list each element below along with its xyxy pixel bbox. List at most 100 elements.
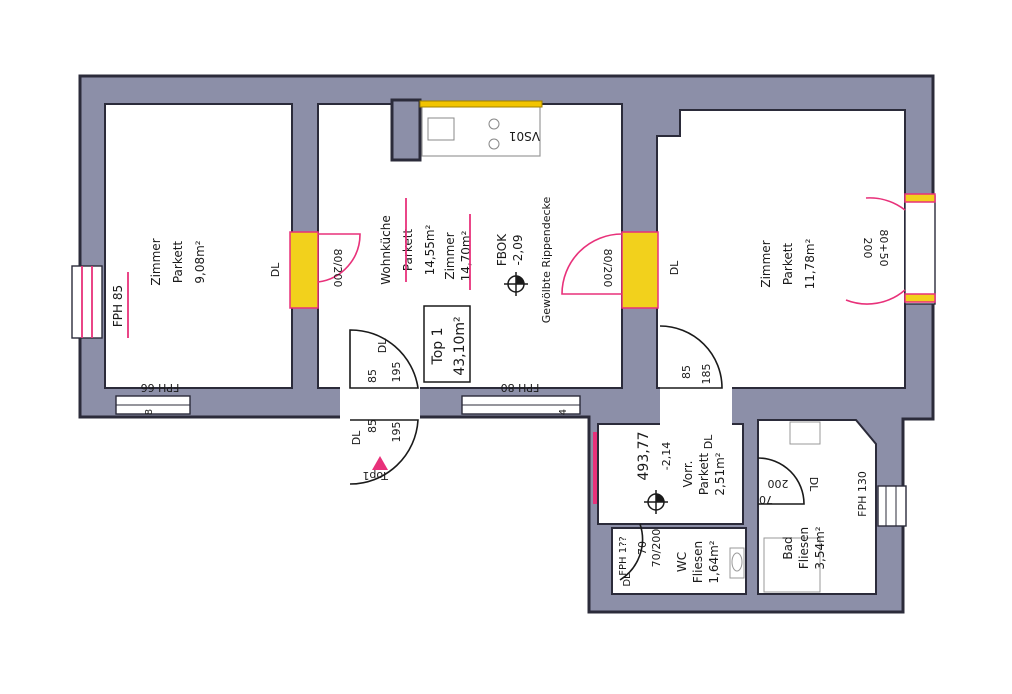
label-fph85: FPH 85 <box>111 285 125 327</box>
room-vorraum[interactable] <box>597 423 744 525</box>
fbok-note: Gewölbte Rippendecke <box>540 196 553 323</box>
label-bad: Bad Fliesen 3,54m² <box>781 526 827 569</box>
hall-entry <box>340 386 420 422</box>
svg-text:FPH 130: FPH 130 <box>856 471 869 517</box>
label-wc-door-dim: 70 70/200 <box>636 529 663 568</box>
room-name: Bad <box>781 536 795 559</box>
label-entry-85-outer: 85 <box>366 419 379 433</box>
room-wc[interactable] <box>611 527 747 595</box>
label-vorraum: Vorr. Parkett 2,51m² <box>681 452 727 495</box>
hall-entry-right <box>660 386 732 426</box>
top-label: Top 1 <box>430 328 446 366</box>
room-area: 2,51m² <box>713 452 727 495</box>
svg-text:200: 200 <box>768 477 789 490</box>
window-right <box>904 193 936 305</box>
svg-text:FPH 80: FPH 80 <box>501 381 540 394</box>
label-entry-dl: DL <box>376 338 389 353</box>
top-box <box>423 305 471 383</box>
door-swing-left[interactable] <box>317 233 361 283</box>
label-vorraum-level: 493,77 -2,14 <box>636 432 673 481</box>
svg-text:Top1: Top1 <box>362 469 389 482</box>
label-bad-dl: DL <box>807 477 820 492</box>
room-area: 9,08m² <box>193 240 207 283</box>
wc-fixture <box>729 547 745 579</box>
label-bad-door-dim: 200 70 <box>759 477 789 506</box>
door-swing-entry[interactable] <box>349 329 419 389</box>
label-fph66: FPH 66 <box>141 381 180 394</box>
svg-text:DL: DL <box>668 260 681 275</box>
label-zimmer-right: Zimmer Parkett 11,78m² <box>759 238 817 289</box>
svg-text:DL: DL <box>702 434 715 449</box>
bad-fixtures <box>763 421 821 593</box>
door-jamb-right <box>621 231 659 309</box>
label-fph-wc: FPH 1?? <box>618 536 629 575</box>
label-vorraum-dl: DL <box>702 434 715 449</box>
svg-text:8: 8 <box>144 409 155 415</box>
door-swing-vorraum[interactable] <box>659 325 723 389</box>
label-vorraum-85: 85 <box>680 365 693 379</box>
label-fph130: FPH 130 <box>856 471 869 517</box>
svg-text:80+50: 80+50 <box>877 229 890 266</box>
kitchen-counter <box>419 100 543 157</box>
level-elevation: 493,77 <box>636 432 652 481</box>
label-vorraum-185: 185 <box>700 364 713 385</box>
room-area: 1,64m² <box>707 540 721 583</box>
label-top: Top 1 43,10m² <box>430 316 468 375</box>
room-alt-name: Zimmer <box>443 232 457 279</box>
svg-text:VS01: VS01 <box>509 129 540 143</box>
room-bad[interactable] <box>757 419 877 595</box>
label-entry-dl-outer: DL <box>350 430 363 445</box>
label-entry-85: 85 <box>366 369 379 383</box>
room-area: 11,78m² <box>803 238 817 289</box>
door-swing-kitchen-right[interactable] <box>561 233 623 295</box>
label-window-8: 8 <box>144 409 155 415</box>
svg-text:FPH 1??: FPH 1?? <box>618 536 629 575</box>
fbok-symbol-icon <box>504 272 528 296</box>
label-door-kitchen-dim: 80/200 <box>601 249 614 288</box>
room-floor: Fliesen <box>797 527 811 569</box>
window-left <box>71 265 103 339</box>
fbok-label: FBOK <box>495 233 509 266</box>
svg-text:70: 70 <box>636 541 649 555</box>
top-area: 43,10m² <box>452 316 468 375</box>
svg-text:85: 85 <box>366 419 379 433</box>
label-entry-195-outer: 195 <box>390 422 403 443</box>
svg-text:DL: DL <box>269 262 282 277</box>
label-window-right-dim: 80+50 200 <box>861 229 890 266</box>
svg-text:200: 200 <box>861 238 874 259</box>
label-door-left-dim: 80/200 <box>331 249 344 288</box>
room-zimmer-left[interactable] <box>104 103 293 389</box>
room-name: WC <box>675 552 689 572</box>
svg-text:195: 195 <box>390 362 403 383</box>
door-swing-bad[interactable] <box>757 457 805 505</box>
room-name: Vorr. <box>681 461 695 488</box>
room-name: Zimmer <box>149 238 163 285</box>
svg-text:DL: DL <box>622 573 633 587</box>
door-swing-window-right[interactable] <box>845 197 906 305</box>
room-area: 3,54m² <box>813 526 827 569</box>
level-symbol-icon <box>644 490 668 514</box>
window-bad <box>877 485 907 527</box>
label-fbok: FBOK -2,09 Gewölbte Rippendecke <box>495 196 553 323</box>
window-bottom-left <box>115 395 191 415</box>
label-entry-195: 195 <box>390 362 403 383</box>
svg-text:70/200: 70/200 <box>650 529 663 568</box>
window-bottom-kitchen <box>461 395 581 415</box>
svg-text:4: 4 <box>558 409 569 415</box>
label-wc: WC Fliesen 1,64m² <box>675 540 721 583</box>
svg-text:70: 70 <box>759 493 773 506</box>
door-swing-entry-outer[interactable] <box>349 419 419 485</box>
room-zimmer-right[interactable] <box>656 109 906 389</box>
room-area: 14,55m² <box>423 224 437 275</box>
entry-marker-icon <box>372 456 388 470</box>
door-swing-wc[interactable] <box>619 523 644 581</box>
label-fph80: FPH 80 <box>501 381 540 394</box>
room-floor: Parkett <box>697 453 711 496</box>
room-floor: Fliesen <box>691 541 705 583</box>
label-vs01: VS01 <box>509 129 540 143</box>
room-floor: Parkett <box>781 243 795 286</box>
label-dl-left: DL <box>269 262 282 277</box>
svg-text:195: 195 <box>390 422 403 443</box>
label-dl-right: DL <box>668 260 681 275</box>
svg-text:80/200: 80/200 <box>331 249 344 288</box>
